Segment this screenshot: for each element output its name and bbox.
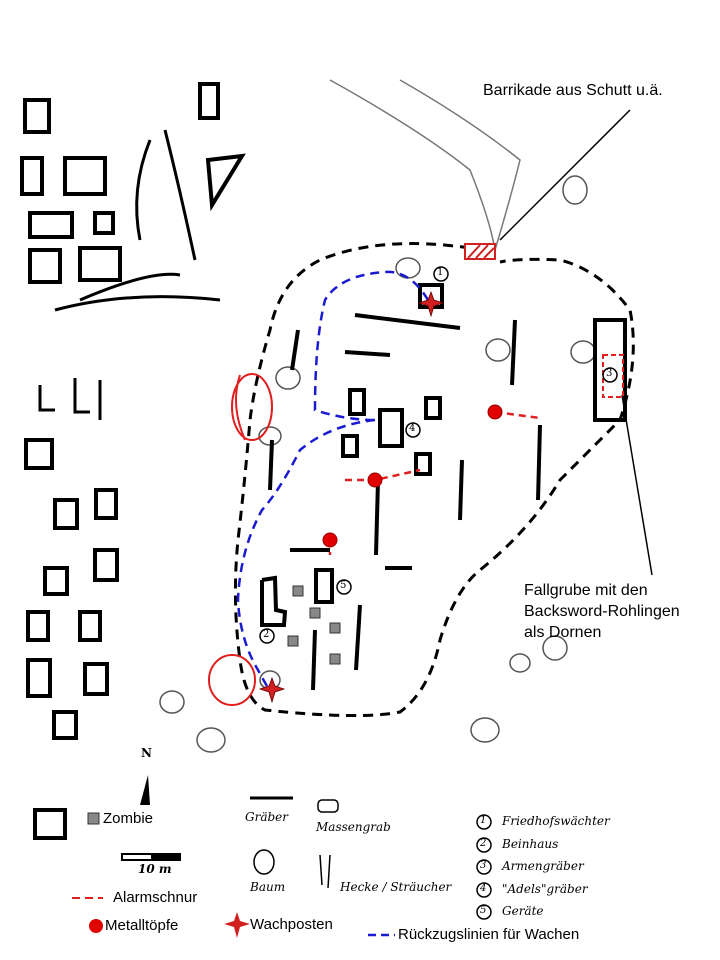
alarm-cords — [328, 410, 541, 555]
site-numbers — [259, 266, 618, 644]
metal-pots — [322, 404, 503, 548]
legend-hedge-label: Hecke / Sträucher — [340, 880, 452, 894]
legend-guard-icon — [224, 912, 250, 938]
legend-graves-label: Gräber — [245, 810, 288, 824]
legend-number: 4 — [480, 883, 487, 894]
legend-number-label: Geräte — [502, 904, 544, 918]
legend-number-label: Beinhaus — [502, 837, 559, 851]
pit-marker-southwest — [208, 654, 256, 706]
pit-annotation-line: Fallgrube mit den — [524, 582, 648, 599]
pit-marker-west — [231, 373, 273, 441]
site-number-2: 2 — [263, 629, 270, 640]
cemetery-wall — [233, 242, 635, 718]
legend-pots-label: Metalltöpfe — [105, 917, 179, 934]
legend-retreat-label: Rückzugslinien für Wachen — [398, 926, 580, 943]
compass-north-label: N — [141, 746, 152, 760]
legend-number-label: Armengräber — [502, 859, 584, 873]
site-number-4: 4 — [409, 423, 416, 434]
legend-number-circles — [476, 814, 492, 920]
road-north — [329, 79, 521, 251]
legend-zombie-icon — [87, 812, 100, 825]
legend-symbols — [250, 796, 339, 889]
trees — [159, 175, 596, 753]
legend-number: 2 — [480, 838, 487, 849]
grave-rows — [260, 283, 627, 691]
pit-arrow — [621, 394, 653, 576]
village-houses — [20, 82, 246, 840]
barricade-arrow — [499, 109, 631, 241]
scale-label: 10 m — [138, 862, 172, 876]
pit-annotation-line: Backsword-Rohlingen — [524, 603, 680, 620]
site-number-1: 1 — [437, 267, 444, 278]
legend-mass-grave-label: Massengrab — [316, 820, 391, 834]
legend-tree-label: Baum — [250, 880, 286, 894]
roads — [38, 129, 221, 420]
site-number-5: 5 — [340, 580, 347, 591]
legend-pot-icon — [89, 919, 103, 933]
legend-number: 5 — [480, 905, 487, 916]
zombies — [287, 585, 341, 665]
legend-number: 3 — [480, 860, 487, 871]
legend-guard-label: Wachposten — [250, 916, 333, 933]
scale-bar — [121, 853, 181, 861]
guard-posts — [258, 290, 445, 704]
pit-annotation: Fallgrube mit den Backsword-Rohlingen al… — [524, 580, 680, 643]
retreat-lines — [236, 270, 430, 689]
legend-number: 1 — [480, 815, 487, 826]
legend-alarm-label: Alarmschnur — [113, 889, 198, 906]
barricade-annotation: Barrikade aus Schutt u.ä. — [483, 82, 663, 99]
legend-zombie-label: Zombie — [103, 810, 154, 827]
site-number-3: 3 — [606, 368, 613, 379]
legend-number-label: "Adels"gräber — [502, 882, 588, 896]
legend-number-label: Friedhofswächter — [502, 814, 610, 828]
pit-marker-east — [602, 354, 624, 398]
compass — [140, 775, 150, 805]
pit-annotation-line: als Dornen — [524, 624, 602, 641]
